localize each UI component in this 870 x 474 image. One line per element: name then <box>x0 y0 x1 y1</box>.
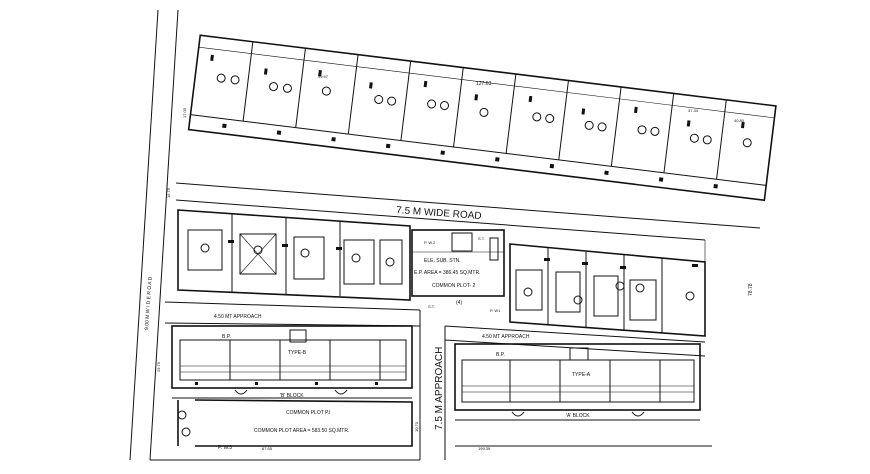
drawing-labels: 7.5 M WIDE ROAD 7.5 M APPROACH 4.50 MT A… <box>144 74 754 451</box>
left-road-label: 9.00 M W I D E R O A D <box>144 276 154 330</box>
ele-substation-label: ELE. SUB. STN. <box>424 258 461 264</box>
dim-right: 78.78 <box>748 283 754 296</box>
type-b-label: TYPE-B <box>288 350 307 356</box>
type-a-label: TYPE-A <box>572 372 591 378</box>
st-right-label: S.T. <box>478 236 485 241</box>
ep-area-label: E.P. AREA = 386.45 SQ.MTR. <box>414 270 480 276</box>
top-plot-trees <box>216 73 752 148</box>
common-plot-2-label: COMMON PLOT- 2 <box>432 283 476 289</box>
dim-top-4: 40.80 <box>734 118 745 123</box>
a-block-building <box>454 343 701 421</box>
b-block-label: 'B' BLOCK <box>280 393 304 399</box>
middle-plot-left <box>177 209 411 301</box>
approach-vertical-label: 7.5 M APPROACH <box>434 347 445 430</box>
bp-right-label: B.P. <box>496 352 505 358</box>
a-block-label: 'A' BLOCK <box>566 413 590 419</box>
dim-bottom-2: 199.39 <box>478 446 491 451</box>
dim-top-1: 99.97 <box>318 74 329 79</box>
st-mid-label: S.T. <box>428 304 435 309</box>
approach-right-label: 4.50 MT APPROACH <box>482 334 530 340</box>
approach-left-label: 4.50 MT APPROACH <box>214 314 262 320</box>
dim-left-2: 16.75 <box>166 187 171 198</box>
common-plot-1 <box>150 399 712 461</box>
top-plot-dividers <box>242 41 727 180</box>
top-plot-row <box>187 34 777 202</box>
middle-plot-center <box>411 229 505 297</box>
common-plot-1-label: COMMON PLOT P.I <box>286 410 331 416</box>
pw-right-label: P. W1 <box>490 308 501 313</box>
dim-left-1: 17.00 <box>182 107 187 118</box>
dim-small: (4) <box>456 300 462 306</box>
bp-left-label: B.P. <box>222 334 231 340</box>
dim-left-3: 29.79 <box>156 361 161 372</box>
dim-top-3: 37.34 <box>688 108 699 113</box>
wide-road-band <box>175 182 761 262</box>
b-block-building <box>171 325 413 399</box>
pw-mid-label: P. W.2 <box>424 240 436 245</box>
top-plot-markers <box>210 54 745 189</box>
left-road-lines <box>129 9 179 461</box>
dim-mid: 10.70 <box>414 421 419 432</box>
common-plot-area-label: COMMON PLOT AREA = 583.50 SQ.MTR. <box>254 428 349 434</box>
dim-bottom-1: 67.65 <box>262 446 273 451</box>
dim-top-2: 127.63 <box>476 81 492 87</box>
middle-plot-right <box>509 243 706 337</box>
pw-left-label: P. W.3 <box>218 445 232 451</box>
